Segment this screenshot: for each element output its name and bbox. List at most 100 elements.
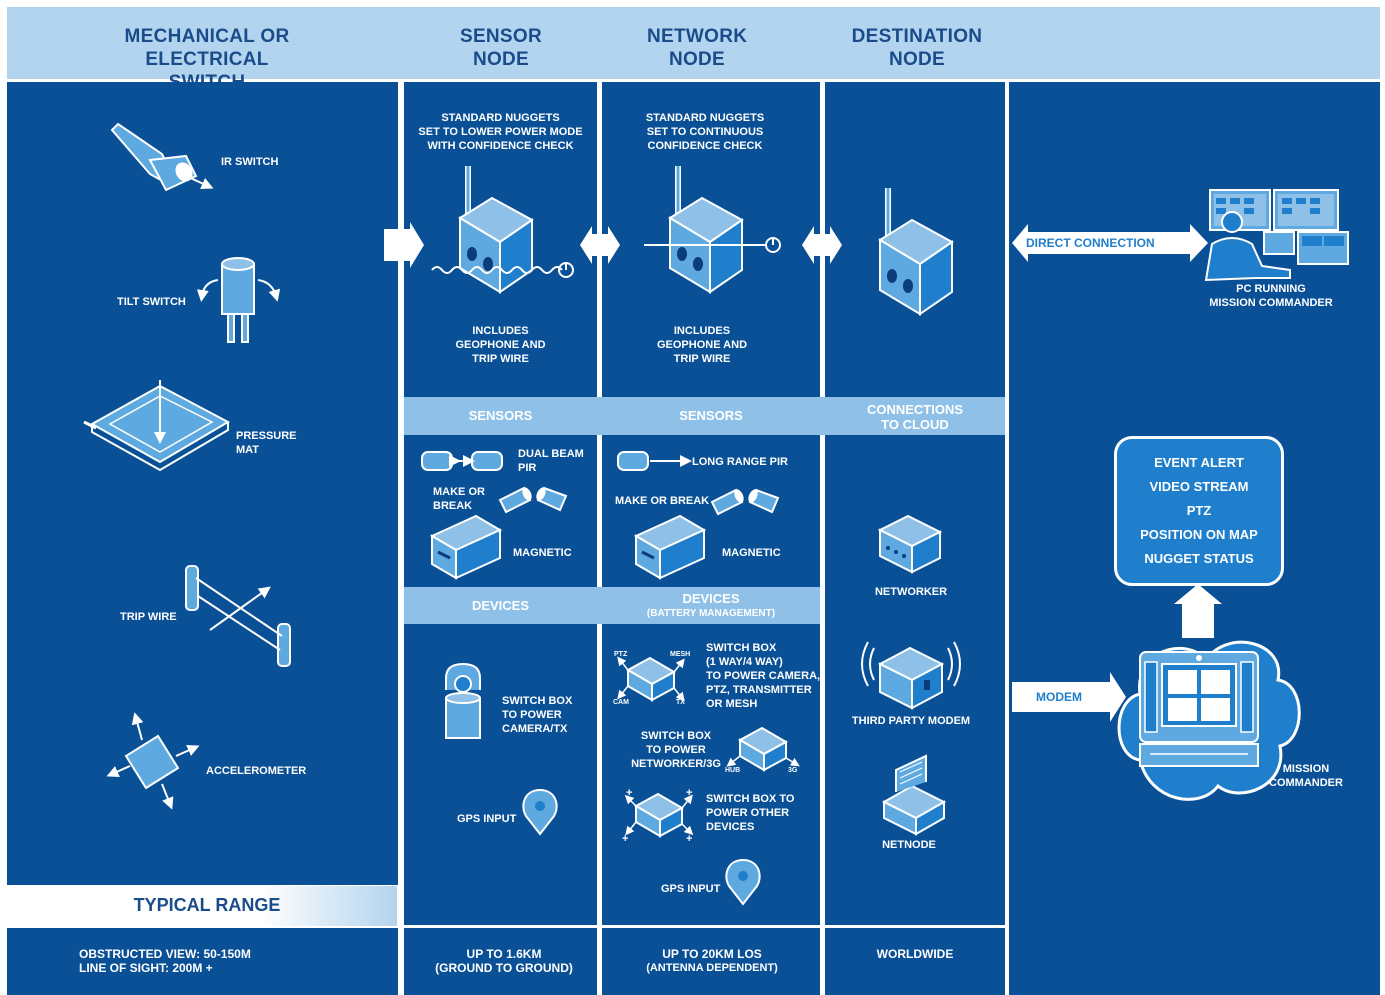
ptz-tag: PTZ: [614, 651, 628, 658]
mission-commander-features: EVENT ALERT VIDEO STREAM PTZ POSITION ON…: [1114, 436, 1284, 586]
network-nugget-icon: [644, 166, 781, 294]
hub-tag: HUB: [725, 767, 741, 774]
feature-video-stream: VIDEO STREAM: [1149, 479, 1249, 494]
svg-text:+: +: [622, 833, 628, 845]
magnetic-icon: [429, 514, 503, 580]
camera-icon: [445, 662, 481, 739]
magnetic-label-2: MAGNETIC: [722, 547, 781, 559]
gps-input-label-2: GPS INPUT: [661, 883, 721, 895]
pc-workstation-icon: [1204, 189, 1349, 282]
modem-arrow-icon: [1012, 672, 1126, 722]
ir-switch-icon: [110, 122, 214, 192]
tx-tag: TX: [676, 699, 685, 706]
make-break-icon-2: [710, 488, 780, 516]
cam-tag: CAM: [613, 699, 629, 706]
range-sensor-value: UP TO 1.6KM(GROUND TO GROUND): [435, 947, 573, 975]
devices-band-label: DEVICES: [471, 598, 530, 613]
mission-commander-icon: [1117, 640, 1301, 801]
range-switch-cell: [7, 928, 398, 995]
tilt-switch-icon: [196, 257, 281, 343]
dual-beam-pir-icon: [421, 451, 503, 471]
make-break-icon: [498, 486, 568, 514]
third-party-modem-label: THIRD PARTY MODEM: [851, 715, 971, 727]
gps-pin-icon: [522, 788, 558, 836]
gps-pin-dot-icon: [535, 801, 545, 811]
networker-label: NETWORKER: [874, 586, 948, 598]
flow-arrow-right-icon: [384, 222, 424, 268]
switch-box-networker-icon: [726, 726, 800, 772]
switch-box-1way-label: SWITCH BOX(1 WAY/4 WAY)TO POWER CAMERA,P…: [706, 642, 821, 710]
accelerometer-icon: [106, 712, 200, 810]
accelerometer-label: ACCELEROMETER: [206, 765, 307, 777]
gps-input-label: GPS INPUT: [457, 813, 517, 825]
trip-wire-icon: [185, 565, 291, 667]
gps-pin-dot-icon-2: [738, 871, 748, 881]
svg-text:+: +: [626, 787, 632, 799]
range-network-value: UP TO 20KM LOS(ANTENNA DEPENDENT): [646, 947, 778, 974]
feature-nugget-status: NUGGET STATUS: [1144, 551, 1254, 566]
destination-nugget-icon: [878, 188, 954, 316]
sensors-band: [404, 397, 1005, 435]
make-break-label-2: MAKE OR BREAK: [615, 495, 710, 507]
typical-range-title: TYPICAL RANGE: [133, 895, 281, 915]
flow-arrow-bi-1-icon: [580, 226, 620, 264]
networker-icon: [877, 514, 943, 574]
switch-panel: [7, 82, 398, 885]
feature-position-on-map: POSITION ON MAP: [1140, 527, 1258, 542]
svg-text:+: +: [686, 787, 692, 799]
netnode-icon: [881, 754, 947, 836]
long-range-pir-icon: [617, 451, 692, 471]
range-network-cell: [602, 928, 820, 995]
flow-arrow-bi-2-icon: [802, 226, 842, 264]
mesh-tag: MESH: [670, 651, 691, 658]
gps-pin-icon-2: [725, 858, 761, 906]
feature-ptz: PTZ: [1186, 503, 1212, 518]
modem-label: MODEM: [1036, 690, 1082, 704]
up-arrow-icon: [1174, 584, 1222, 638]
range-destination-cell: [825, 928, 1005, 995]
typical-range-strip: TYPICAL RANGE: [7, 886, 397, 926]
long-range-pir-label: LONG RANGE PIR: [692, 456, 788, 468]
3g-tag: 3G: [788, 767, 798, 774]
netnode-label: NETNODE: [882, 839, 936, 851]
magnetic-icon-2: [633, 514, 707, 580]
devices-band-label-2: DEVICES (BATTERY MANAGEMENT): [646, 591, 776, 619]
magnetic-label: MAGNETIC: [513, 547, 572, 559]
third-party-modem-icon: [861, 641, 961, 710]
feature-event-alert: EVENT ALERT: [1154, 455, 1244, 470]
trip-wire-label: TRIP WIRE: [120, 611, 177, 623]
switch-box-other-icon: + + + +: [622, 787, 694, 845]
ir-switch-label: IR SWITCH: [221, 156, 279, 168]
devices-band: [404, 587, 820, 624]
svg-text:+: +: [686, 833, 692, 845]
sensor-nugget-icon: [431, 166, 574, 294]
sensors-band-label: SENSORS: [468, 408, 533, 423]
range-sensor-cell: [404, 928, 597, 995]
switch-box-1way-icon: [617, 656, 685, 702]
pressure-mat-icon: [83, 380, 231, 472]
direct-connection-label: DIRECT CONNECTION: [1026, 236, 1155, 250]
tilt-switch-label: TILT SWITCH: [117, 296, 186, 308]
range-destination-value: WORLDWIDE: [876, 947, 954, 961]
direct-connection-arrow-icon: [1012, 224, 1208, 262]
sensors-band-label-2: SENSORS: [679, 408, 743, 423]
